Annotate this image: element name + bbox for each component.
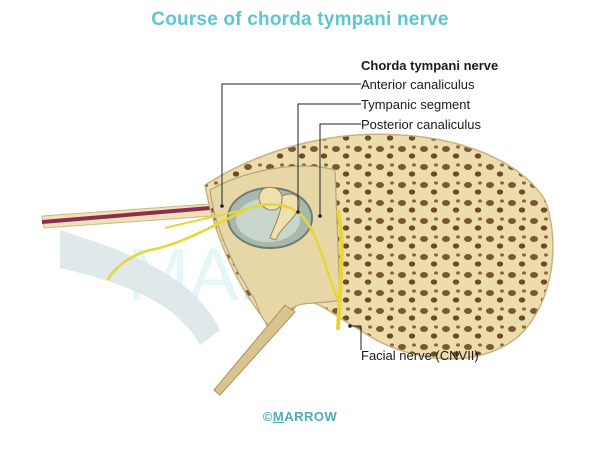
label-anterior-canaliculus: Anterior canaliculus (361, 77, 475, 92)
label-posterior-canaliculus: Posterior canaliculus (361, 117, 481, 132)
facial-nerve (336, 209, 344, 331)
leader-tympanic-dot (296, 210, 300, 214)
label-chorda-tympani: Chorda tympani nerve (361, 58, 499, 73)
leader-posterior-dot (318, 214, 322, 218)
label-facial-nerve: Facial nerve (CNVII) (361, 348, 479, 363)
chorda-branch (164, 209, 246, 229)
leader-anterior-dot (220, 204, 224, 208)
leader-facial-dot (348, 324, 352, 328)
copyright-symbol: © (262, 409, 273, 424)
artery-line (41, 206, 211, 224)
leader-tympanic (297, 103, 361, 212)
footer-logo-initial: M (272, 409, 285, 424)
leader-posterior (319, 123, 361, 216)
styloid-process (213, 304, 296, 396)
footer-logo: ©MARROW (0, 409, 600, 424)
diagram-title: Course of chorda tympani nerve (151, 9, 449, 30)
label-tympanic-segment: Tympanic segment (361, 97, 471, 112)
footer-logo-rest: ARROW (284, 409, 338, 424)
mandible-shape (60, 230, 220, 345)
leader-anterior (221, 83, 361, 206)
incus (269, 193, 301, 241)
leader-facial (350, 325, 362, 350)
